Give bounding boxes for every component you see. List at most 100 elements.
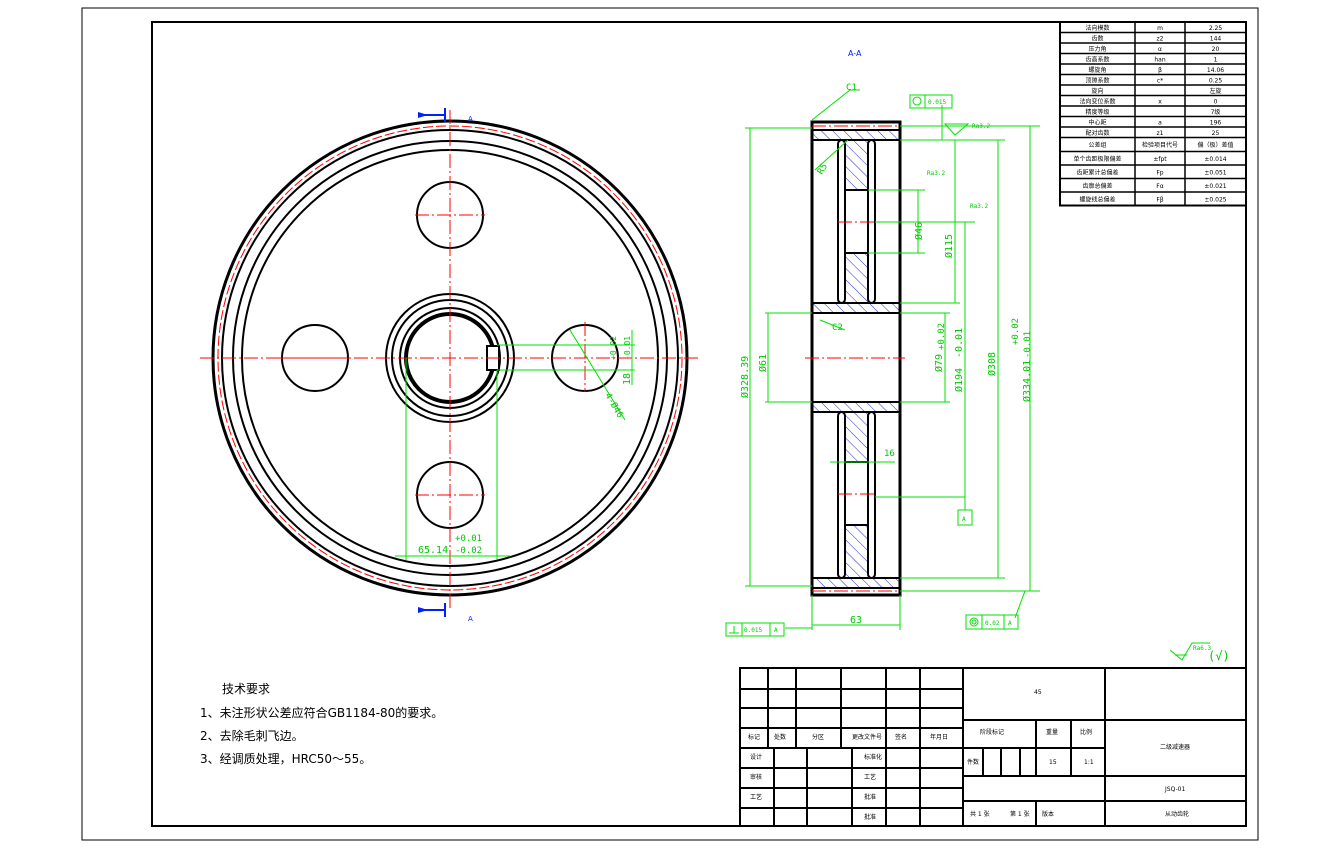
gear-table-cell: z2 xyxy=(1157,35,1164,42)
runout-frame: 0.015 xyxy=(909,94,953,109)
gear-table-cell: c* xyxy=(1157,77,1163,84)
gear-table-cell: 196 xyxy=(1210,119,1222,126)
section-label: A-A xyxy=(848,49,862,58)
svg-text:Ø61: Ø61 xyxy=(757,354,769,372)
svg-text:-0.01: -0.01 xyxy=(623,336,632,360)
svg-text:C1: C1 xyxy=(846,83,857,93)
gear-table-cell: m xyxy=(1157,25,1163,32)
svg-text:批准: 批准 xyxy=(864,813,876,821)
gear-table-cell: 144 xyxy=(1210,35,1222,42)
gear-table-cell: 左旋 xyxy=(1209,87,1221,95)
svg-text:18: 18 xyxy=(622,373,633,385)
gear-table-cell: 0 xyxy=(1214,98,1218,105)
gear-table-cell: ±0.021 xyxy=(1204,183,1226,190)
svg-text:45: 45 xyxy=(1034,689,1042,696)
gear-table-cell: 齿距累计总偏差 xyxy=(1076,168,1118,176)
gear-table-cell: 中心距 xyxy=(1088,118,1106,126)
svg-text:处数: 处数 xyxy=(774,733,786,741)
datum-a-box: A xyxy=(957,509,973,526)
svg-text:1:1: 1:1 xyxy=(1084,759,1094,766)
svg-text:C2: C2 xyxy=(832,323,843,333)
svg-text:A: A xyxy=(962,516,966,523)
svg-text:JSQ-01: JSQ-01 xyxy=(1164,786,1185,793)
svg-text:+0.02: +0.02 xyxy=(609,336,618,360)
svg-text:15: 15 xyxy=(1049,759,1057,766)
tech-item: 2、去除毛刺飞边。 xyxy=(200,729,304,743)
svg-text:工艺: 工艺 xyxy=(750,793,762,801)
concentricity-frame: 0.02 A xyxy=(965,614,1019,630)
gear-table-cell: 14.06 xyxy=(1207,67,1224,74)
svg-text:4-Ø46: 4-Ø46 xyxy=(602,391,625,420)
general-roughness-symbol: Ra6.3 (√) xyxy=(1169,642,1230,663)
gear-table-cell: Fβ xyxy=(1156,196,1163,203)
gear-table-cell: α xyxy=(1158,46,1162,53)
svg-text:Ø46: Ø46 xyxy=(913,222,925,240)
gear-table-cell: 7级 xyxy=(1211,108,1221,116)
tech-item: 3、经调质处理，HRC50～55。 xyxy=(200,752,372,766)
front-view: A A 65.14 +0.01 -0.02 18 +0.02 -0.01 4-Ø… xyxy=(200,108,700,623)
svg-text:重量: 重量 xyxy=(1046,728,1058,736)
svg-text:-0.01: -0.01 xyxy=(954,328,965,358)
svg-text:工艺: 工艺 xyxy=(864,773,876,781)
svg-text:-0.02: -0.02 xyxy=(455,546,482,556)
svg-text:签名: 签名 xyxy=(895,733,907,741)
gear-table-cell: han xyxy=(1154,56,1165,63)
gear-table-cell: 螺旋角 xyxy=(1088,66,1106,74)
svg-text:0.02: 0.02 xyxy=(985,620,1000,627)
gear-table-cell: 25 xyxy=(1212,130,1220,137)
svg-text:批准: 批准 xyxy=(864,793,876,801)
svg-text:Ø334.01: Ø334.01 xyxy=(1021,360,1033,402)
svg-text:从动齿轮: 从动齿轮 xyxy=(1165,810,1189,818)
svg-text:审核: 审核 xyxy=(750,773,762,781)
svg-text:标准化: 标准化 xyxy=(864,753,882,761)
svg-text:共 1 张: 共 1 张 xyxy=(970,810,990,818)
svg-text:设计: 设计 xyxy=(750,753,762,761)
gear-table-cell: 配对齿数 xyxy=(1085,129,1109,137)
gear-table-cell: 齿数 xyxy=(1091,34,1103,42)
svg-text:件数: 件数 xyxy=(967,758,979,766)
gear-table-cell: 螺旋线总偏差 xyxy=(1079,195,1115,203)
svg-text:65.14: 65.14 xyxy=(418,545,448,556)
svg-text:标记: 标记 xyxy=(748,733,760,741)
svg-text:0.015: 0.015 xyxy=(744,627,762,634)
section-view: A-A C1 C2 R5 Ra3.2 Ra3.2 Ra3.2 Ø46 Ø115 … xyxy=(725,49,1040,637)
svg-text:Ø115: Ø115 xyxy=(943,234,955,258)
outer-border xyxy=(81,7,1259,841)
svg-text:版本: 版本 xyxy=(1042,810,1054,818)
tech-title: 技术要求 xyxy=(222,682,271,696)
svg-text:+0.02: +0.02 xyxy=(937,323,947,350)
svg-text:A: A xyxy=(1008,620,1012,627)
gear-table-cell: x xyxy=(1158,98,1162,105)
svg-text:更改文件号: 更改文件号 xyxy=(852,733,882,741)
perpendicularity-frame: 0.015 A xyxy=(725,622,785,637)
gear-table-cell: 顶隙系数 xyxy=(1085,76,1109,84)
gear-table-cell: Fp xyxy=(1156,169,1163,176)
svg-text:阶段标记: 阶段标记 xyxy=(980,728,1004,736)
gear-table-cell: 公差组 xyxy=(1088,141,1106,149)
gear-table-cell: 偏（极）差值 xyxy=(1197,141,1233,149)
gear-table-cell: ±0.051 xyxy=(1204,169,1226,176)
svg-text:+0.01: +0.01 xyxy=(455,534,482,544)
svg-text:分区: 分区 xyxy=(812,733,824,741)
svg-text:(√): (√) xyxy=(1208,649,1230,663)
gear-table-cell: 压力角 xyxy=(1088,45,1106,53)
gear-table-cell: 1 xyxy=(1214,56,1218,63)
svg-text:0.015: 0.015 xyxy=(928,99,946,106)
gear-table-cell: 法向模数 xyxy=(1085,24,1109,32)
cut-label: A xyxy=(468,615,473,623)
svg-text:第 1 张: 第 1 张 xyxy=(1010,810,1030,818)
svg-text:Ø194: Ø194 xyxy=(953,368,965,392)
tech-item: 1、未注形状公差应符合GB1184-80的要求。 xyxy=(200,706,444,720)
svg-text:A: A xyxy=(774,627,778,634)
gear-table-cell: β xyxy=(1158,67,1162,74)
gear-table-cell: 法向变位系数 xyxy=(1079,97,1115,105)
svg-text:-0.01: -0.01 xyxy=(1023,331,1033,358)
svg-text:Ra3.2: Ra3.2 xyxy=(927,170,945,177)
title-block: 标记 处数 分区 更改文件号 签名 年月日 设计 标准化 审核 工艺 工艺 批准… xyxy=(739,667,1247,827)
svg-text:Ra3.2: Ra3.2 xyxy=(972,123,990,130)
gear-table-cell: Fα xyxy=(1156,183,1163,190)
gear-table-cell: ±fpt xyxy=(1153,156,1167,163)
svg-text:年月日: 年月日 xyxy=(930,733,948,741)
